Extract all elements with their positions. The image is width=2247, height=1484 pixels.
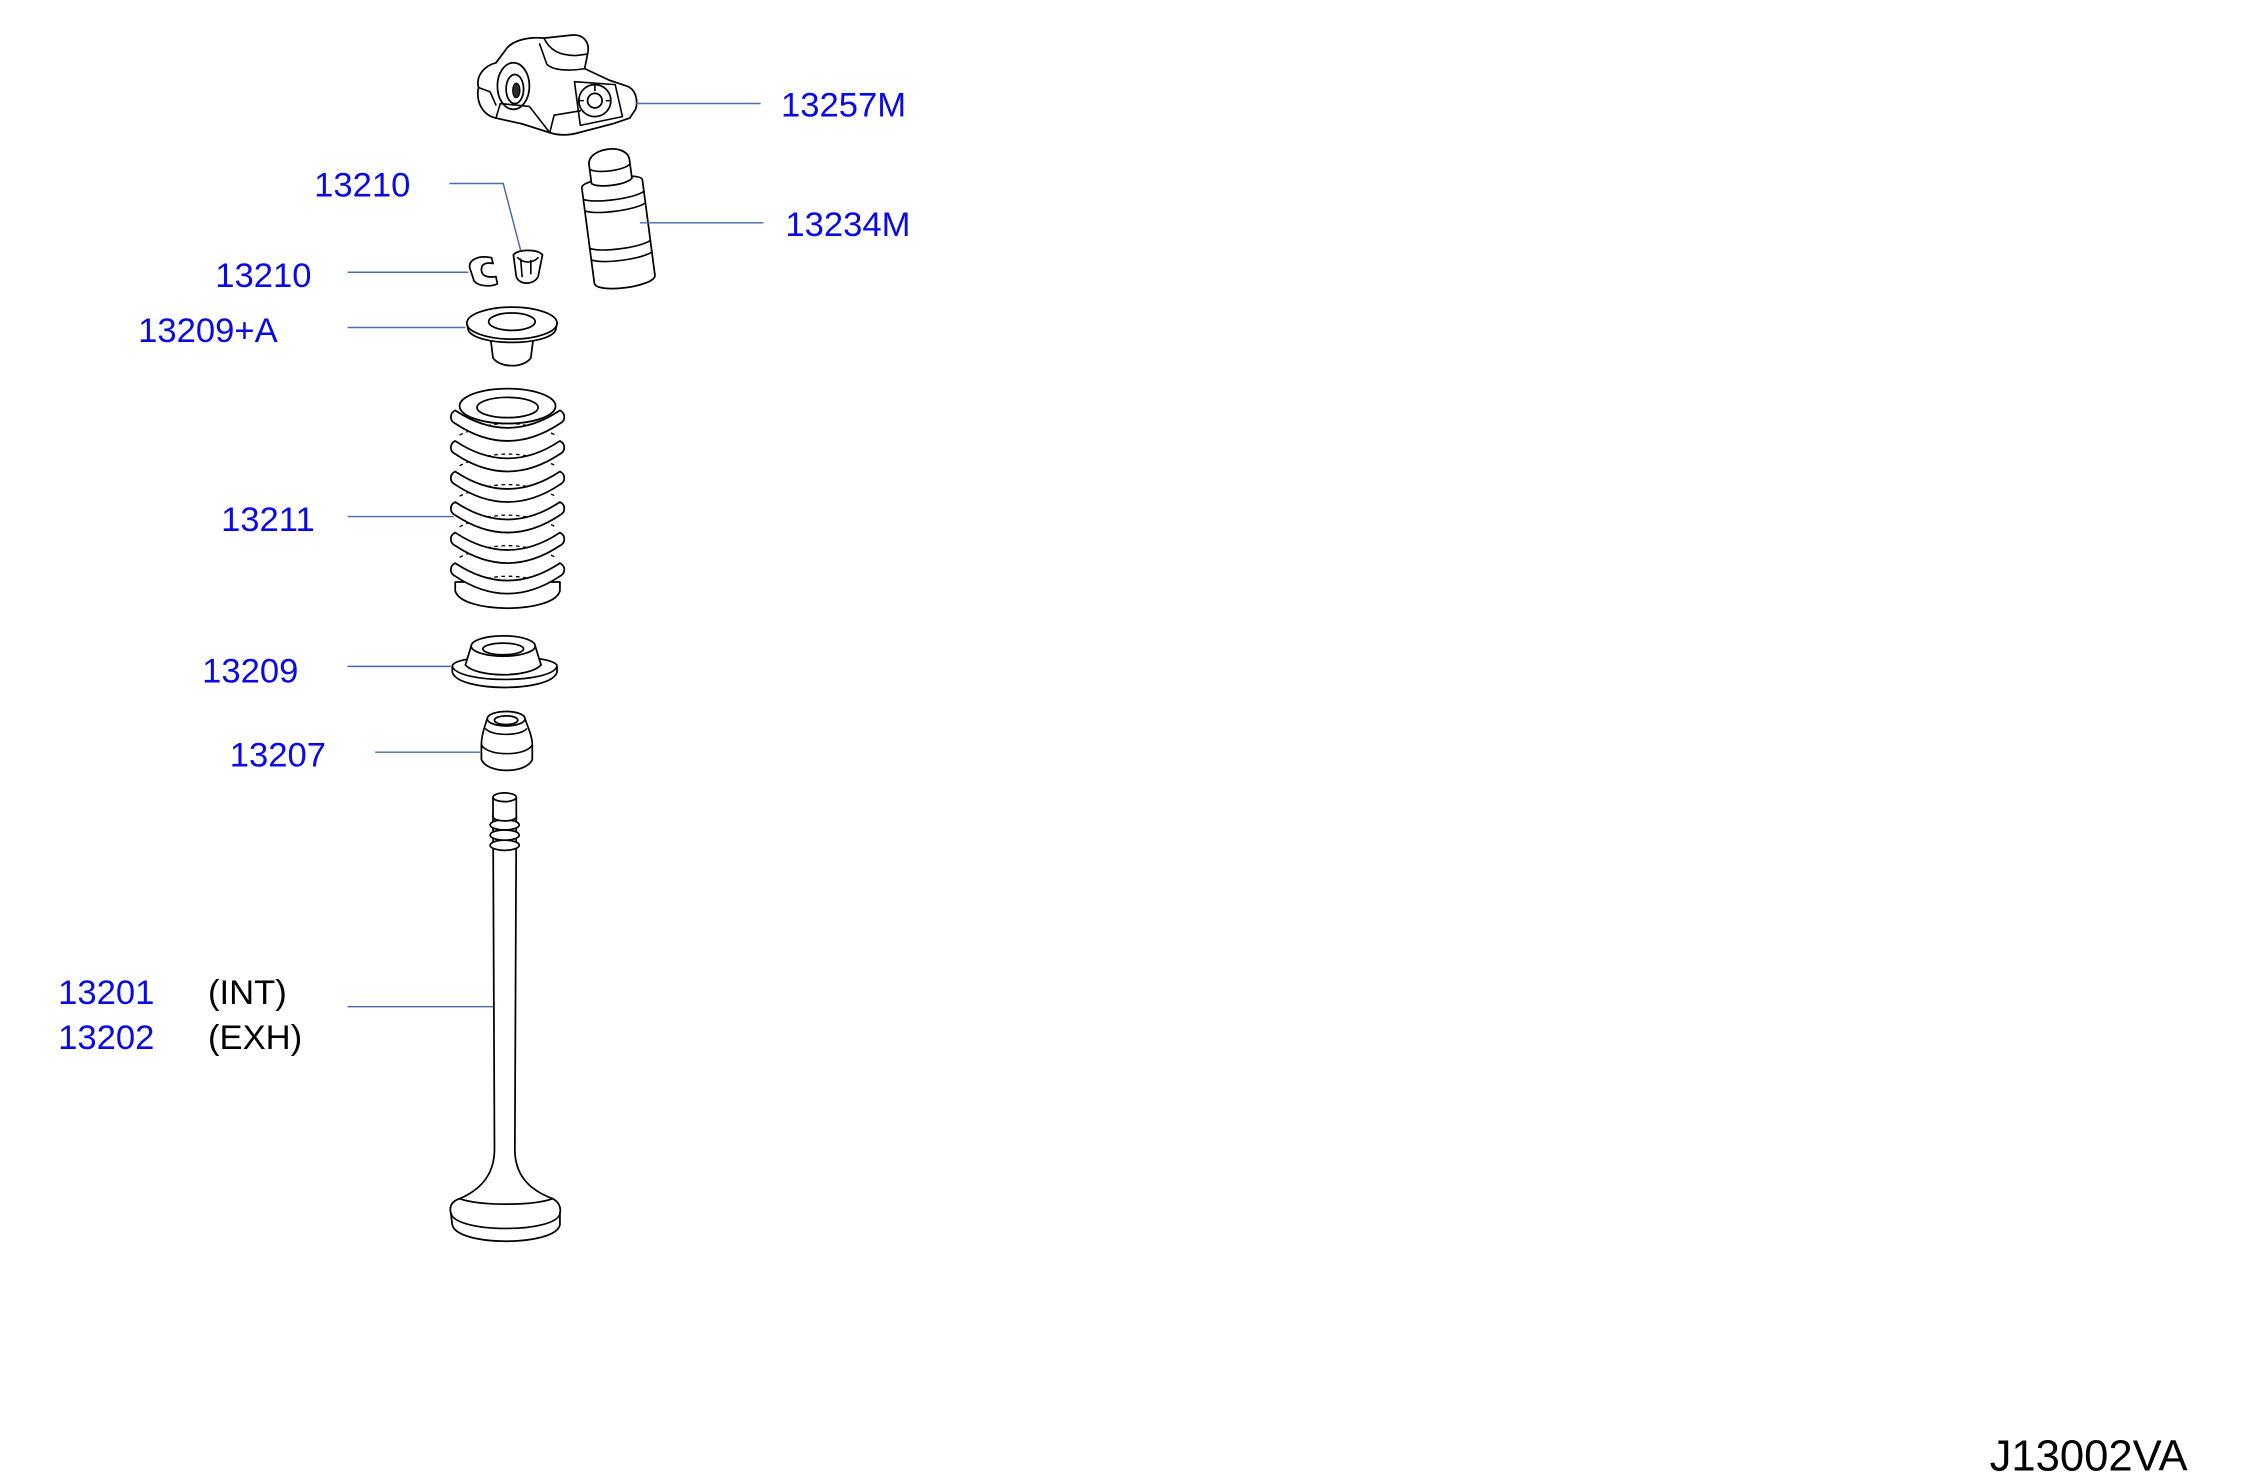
- lash-adjuster-groove: [590, 251, 653, 263]
- lash-adjuster-groove: [582, 190, 645, 202]
- callout-spring[interactable]: 13211: [221, 501, 315, 539]
- valve-keeper-right: [512, 249, 544, 285]
- rocker-arm-roller-axle: [512, 82, 521, 99]
- valve-exhaust-note: (EXH): [208, 1019, 302, 1057]
- valve-keeper-notch: [516, 256, 539, 278]
- lash-adjuster-groove: [588, 239, 652, 251]
- valve-spring-retainer: [465, 306, 558, 367]
- callout-keeper-upper[interactable]: 13210: [314, 167, 410, 205]
- valve-keeper-groove: [489, 839, 521, 852]
- valve-stem-tip-face: [492, 792, 518, 803]
- callout-valve-exhaust[interactable]: 13202: [58, 1019, 154, 1057]
- rocker-arm-pivot-hole: [586, 92, 603, 109]
- callout-spring-seat[interactable]: 13209: [202, 652, 298, 690]
- lash-adjuster-body: [580, 175, 656, 290]
- rocker-arm-socket-marks: [578, 83, 612, 102]
- valve-seat-face: [450, 1212, 561, 1230]
- valve-stem-tip: [492, 796, 518, 822]
- callout-keeper-lower[interactable]: 13210: [215, 257, 311, 295]
- stem-seal-ring: [480, 744, 534, 755]
- stem-seal-spring-band: [484, 728, 528, 736]
- lash-adjuster-groove: [584, 202, 647, 214]
- spring-coil: [449, 440, 566, 473]
- spring-coil: [449, 501, 566, 534]
- valve-keeper-half: [512, 249, 544, 285]
- valve: [449, 792, 562, 1243]
- keeper-upper-leader: [449, 182, 522, 251]
- rocker-arm: [476, 34, 638, 136]
- spring-seat-bore: [481, 642, 525, 656]
- retainer-bore: [487, 312, 537, 332]
- lash-adjuster: [580, 148, 656, 290]
- valve-keeper-groove: [489, 829, 521, 842]
- valve-head: [449, 1197, 562, 1243]
- rocker-arm-web: [538, 43, 586, 71]
- stem-seal-lip: [493, 714, 519, 726]
- lash-adjuster-plunger: [588, 148, 633, 187]
- spring-front-coils: [449, 409, 566, 610]
- callout-stem-seal[interactable]: 13207: [230, 737, 326, 775]
- rocker-arm-tip-detail: [477, 86, 497, 106]
- valve-spring: [449, 387, 566, 610]
- spring-top-opening: [476, 396, 539, 419]
- spring-coil: [449, 562, 566, 595]
- spring-coil: [449, 531, 566, 564]
- rocker-arm-ridge: [543, 37, 589, 57]
- callout-rocker-arm[interactable]: 13257M: [781, 87, 906, 125]
- spring-seat-flange-edge: [451, 665, 558, 681]
- callout-valve-intake[interactable]: 13201: [58, 974, 154, 1012]
- diagram-code: J13002VA: [1990, 1433, 2189, 1481]
- valve-stem-fillet: [458, 813, 554, 1205]
- callout-lash-adjuster[interactable]: 13234M: [785, 206, 910, 244]
- valve-intake-note: (INT): [208, 974, 287, 1012]
- valve-stem-seal: [480, 710, 534, 772]
- lash-adjuster-plunger-edge: [588, 163, 631, 173]
- stem-seal-body: [480, 717, 534, 772]
- rocker-arm-lower-detail: [495, 102, 582, 134]
- valve-keeper-half: [468, 256, 499, 287]
- valve-spring-seat: [451, 634, 558, 689]
- spring-coil: [449, 409, 566, 442]
- valve-keeper-left: [468, 256, 499, 287]
- callout-spring-retainer[interactable]: 13209+A: [138, 312, 278, 350]
- spring-coil: [449, 470, 566, 503]
